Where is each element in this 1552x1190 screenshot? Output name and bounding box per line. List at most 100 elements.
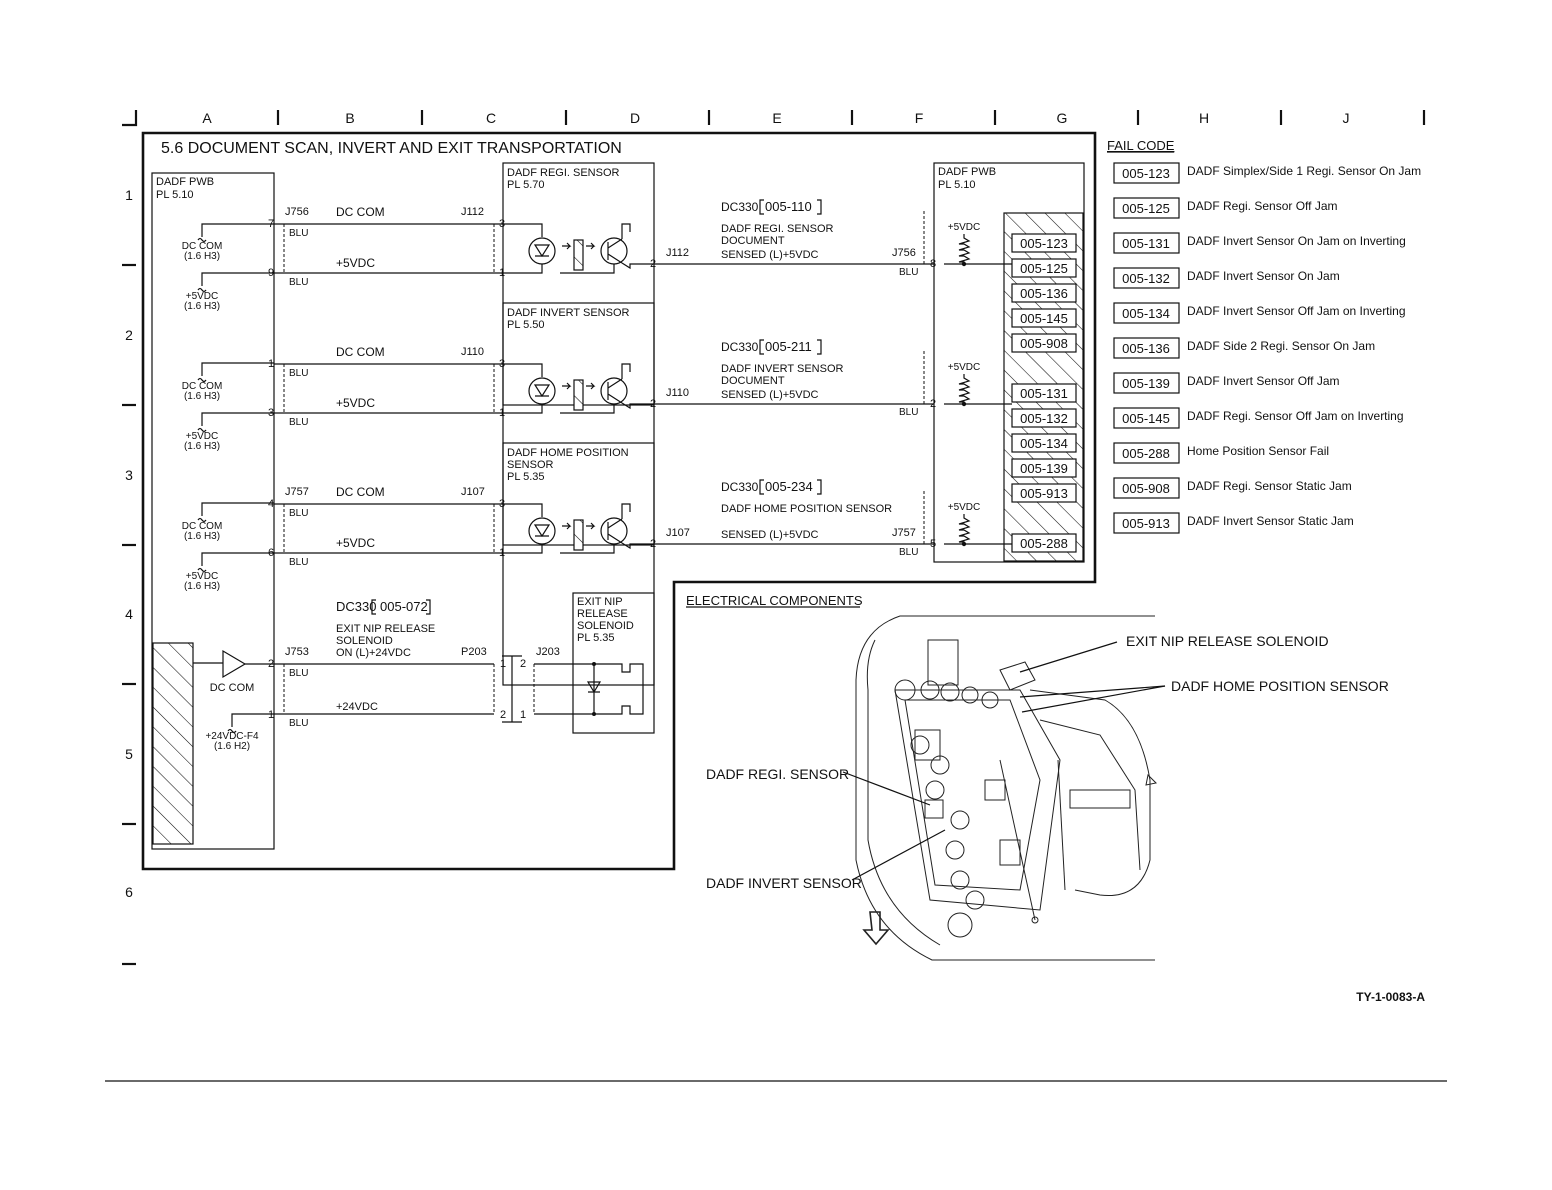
pin-label: 1 xyxy=(268,358,274,370)
fail-code: 005-139 xyxy=(1122,376,1170,391)
fail-code: 005-125 xyxy=(1122,201,1170,216)
pwb-code-box: 005-134 xyxy=(1011,433,1077,453)
col-label: J xyxy=(1343,110,1350,126)
pwb-code-box: 005-908 xyxy=(1011,333,1077,353)
dc-label: DC330 xyxy=(721,200,759,214)
ref-label: (1.6 H3) xyxy=(184,391,220,402)
fail-desc: DADF Invert Sensor Off Jam xyxy=(1187,374,1340,388)
pin-label: 1 xyxy=(520,709,526,721)
pin-label: 1 xyxy=(500,658,506,670)
row-labels: 1 2 3 4 5 6 xyxy=(125,187,133,900)
pin-label: 6 xyxy=(268,547,274,559)
wire-color: BLU xyxy=(289,368,308,379)
right-pwb-name: DADF PWB xyxy=(938,166,996,178)
ref-label: (1.6 H3) xyxy=(184,301,220,312)
right-pwb-pl: PL 5.10 xyxy=(938,179,976,191)
slot-icon xyxy=(573,239,584,271)
conn-label: J203 xyxy=(536,646,560,658)
ref-label: (1.6 H3) xyxy=(184,441,220,452)
pwb-code: 005-134 xyxy=(1020,436,1068,451)
led-icon xyxy=(533,384,551,398)
fail-desc: DADF Simplex/Side 1 Regi. Sensor On Jam xyxy=(1187,164,1421,178)
wire-label: DC COM xyxy=(336,345,385,359)
phototransistor-icon xyxy=(607,238,623,264)
column-labels: A B C D E F G H J xyxy=(202,110,1349,126)
fail-code-row: 005-131 DADF Invert Sensor On Jam on Inve… xyxy=(1113,232,1406,254)
pwb-code-box: 005-139 xyxy=(1011,458,1077,478)
slot-icon xyxy=(573,379,584,411)
sensor-pl: PL 5.50 xyxy=(507,319,545,331)
conn-label: J757 xyxy=(285,486,309,498)
solenoid-box-label: PL 5.35 xyxy=(577,632,615,644)
col-label: D xyxy=(630,110,640,126)
ref-label: DC COM xyxy=(182,521,223,532)
solenoid-box-label: EXIT NIP xyxy=(577,596,623,608)
fail-code: 005-123 xyxy=(1122,166,1170,181)
conn-label: J756 xyxy=(285,206,309,218)
wire-label: DC COM xyxy=(336,205,385,219)
led-icon xyxy=(533,244,551,258)
fail-desc: DADF Invert Sensor On Jam on Inverting xyxy=(1187,234,1406,248)
pullup: +5VDC xyxy=(944,502,1012,547)
pwb-code-box: 005-131 xyxy=(1011,383,1077,403)
col-label: G xyxy=(1057,110,1068,126)
wire-color: BLU xyxy=(289,228,308,239)
conn-label: J112 xyxy=(666,247,689,259)
row-label: 3 xyxy=(125,467,133,483)
electrical-header: ELECTRICAL COMPONENTS xyxy=(686,593,863,608)
row-label: 1 xyxy=(125,187,133,203)
ref-label: +5VDC xyxy=(186,431,219,442)
fail-desc: DADF Regi. Sensor Off Jam on Inverting xyxy=(1187,409,1404,423)
fail-desc: DADF Side 2 Regi. Sensor On Jam xyxy=(1187,339,1375,353)
pin-label: 2 xyxy=(930,398,936,410)
pwb-code: 005-125 xyxy=(1020,261,1068,276)
sensor-name: DADF INVERT SENSOR xyxy=(507,307,630,319)
figure-id: TY-1-0083-A xyxy=(1356,990,1425,1004)
left-pwb-hatch xyxy=(152,642,194,845)
row-label: 6 xyxy=(125,884,133,900)
wire-label: +5VDC xyxy=(336,396,375,410)
fail-code: 005-131 xyxy=(1122,236,1170,251)
pwb-codes: 005-123005-125005-136005-145005-908005-1… xyxy=(1011,233,1077,553)
ref-symbols xyxy=(197,223,274,734)
fail-desc: DADF Regi. Sensor Off Jam xyxy=(1187,199,1338,213)
pullup: +5VDC xyxy=(944,222,1012,267)
label-regi-sensor: DADF REGI. SENSOR xyxy=(706,766,849,782)
wire-color: BLU xyxy=(289,508,308,519)
dc-code: 005-110 xyxy=(765,199,812,214)
pin-label: 7 xyxy=(268,218,274,230)
wire-color: BLU xyxy=(289,417,308,428)
pin-label: 1 xyxy=(268,709,274,721)
solenoid-diode xyxy=(586,681,602,694)
ref-label: +24VDC-F4 xyxy=(205,731,259,742)
wire-label: +5VDC xyxy=(336,256,375,270)
label-invert-sensor: DADF INVERT SENSOR xyxy=(706,875,862,891)
signal-desc: DOCUMENT xyxy=(721,375,785,387)
solenoid-box-label: RELEASE xyxy=(577,608,628,620)
fail-desc: DADF Invert Sensor On Jam xyxy=(1187,269,1340,283)
dc-label: DC330 xyxy=(721,340,759,354)
dc-code: 005-234 xyxy=(765,479,813,494)
conn-label: J110 xyxy=(461,346,484,358)
solenoid-circuit: DC330 005-072 EXIT NIP RELEASE SOLENOID … xyxy=(268,592,655,734)
ref-label: DC COM xyxy=(210,682,255,694)
pin-label: 2 xyxy=(520,658,526,670)
conn-label: J756 xyxy=(892,247,916,259)
fail-desc: DADF Invert Sensor Off Jam on Inverting xyxy=(1187,304,1406,318)
pin-label: 2 xyxy=(500,709,506,721)
wire-color: BLU xyxy=(289,668,308,679)
ref-label: +5VDC xyxy=(186,291,219,302)
row-label: 4 xyxy=(125,606,133,622)
pin-label: 2 xyxy=(268,658,274,670)
grid-frame xyxy=(105,110,1447,1082)
pullup-label: +5VDC xyxy=(948,502,981,513)
right-pwb: DADF PWB PL 5.10 005-123005-125005-13600… xyxy=(933,162,1085,563)
